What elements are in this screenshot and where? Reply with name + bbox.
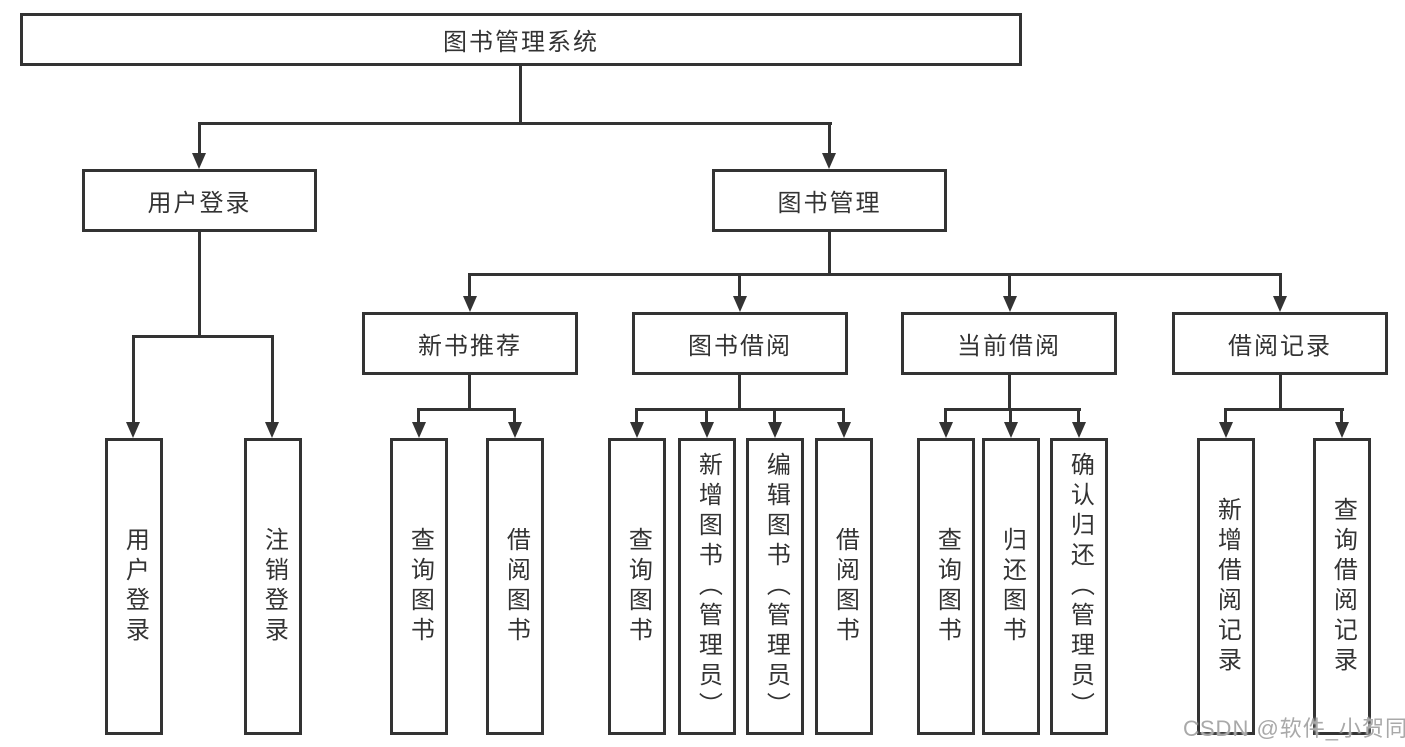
- connector-userlogin-hline: [132, 335, 273, 338]
- arrow-down-icon: [939, 422, 953, 438]
- connector-userlogin-vline: [198, 232, 201, 335]
- connector-stem: [468, 273, 471, 296]
- arrow-down-icon: [837, 422, 851, 438]
- connector-stem: [417, 408, 420, 422]
- connector-stem: [842, 408, 845, 422]
- connector-bookmgmt-vline: [828, 232, 831, 273]
- connector-stem: [198, 122, 201, 154]
- arrow-down-icon: [1219, 422, 1233, 438]
- leaf-add-books-admin: 新增图书（管理员）: [678, 438, 736, 735]
- node-root-label: 图书管理系统: [443, 29, 599, 56]
- leaf-borrow-books-1-label: 借阅图书: [502, 526, 530, 647]
- node-new-book-recommend-label: 新书推荐: [418, 333, 522, 360]
- leaf-confirm-return-admin-label: 确认归还（管理员）: [1066, 451, 1094, 722]
- connector-stem: [513, 408, 516, 422]
- leaf-query-books-1: 查询图书: [390, 438, 448, 735]
- node-borrow-records-label: 借阅记录: [1228, 333, 1332, 360]
- node-book-management-label: 图书管理: [777, 190, 882, 217]
- connector-currentborrow-hline: [944, 408, 1081, 411]
- connector-stem: [828, 122, 831, 154]
- leaf-edit-books-admin: 编辑图书（管理员）: [746, 438, 804, 735]
- arrow-down-icon: [508, 422, 522, 438]
- arrow-down-icon: [1004, 422, 1018, 438]
- arrow-down-icon: [630, 422, 644, 438]
- leaf-query-borrow-record: 查询借阅记录: [1313, 438, 1371, 735]
- connector-stem: [1279, 273, 1282, 296]
- node-new-book-recommend: 新书推荐: [362, 312, 578, 375]
- arrow-down-icon: [412, 422, 426, 438]
- leaf-query-books-2: 查询图书: [608, 438, 666, 735]
- arrow-down-icon: [1335, 422, 1349, 438]
- node-book-management: 图书管理: [712, 169, 947, 232]
- node-user-login: 用户登录: [82, 169, 317, 232]
- leaf-logout-label: 注销登录: [260, 526, 288, 647]
- node-user-login-label: 用户登录: [147, 190, 252, 217]
- connector-borrowrecord-vline: [1279, 375, 1282, 408]
- connector-bookborrow-vline: [738, 375, 741, 408]
- leaf-query-books-3-label: 查询图书: [933, 526, 961, 647]
- connector-stem: [773, 408, 776, 422]
- connector-stem: [1224, 408, 1227, 422]
- csdn-watermark: CSDN @软件_小贺同学: [1183, 716, 1405, 741]
- leaf-query-books-1-label: 查询图书: [406, 526, 434, 647]
- leaf-add-borrow-record-label: 新增借阅记录: [1213, 496, 1241, 677]
- leaf-query-books-2-label: 查询图书: [624, 526, 652, 647]
- arrow-down-icon: [463, 296, 477, 312]
- node-root: 图书管理系统: [20, 13, 1022, 66]
- node-current-borrow: 当前借阅: [901, 312, 1117, 375]
- arrow-down-icon: [265, 422, 279, 438]
- arrow-down-icon: [822, 153, 836, 169]
- arrow-down-icon: [1072, 422, 1086, 438]
- leaf-borrow-books-2: 借阅图书: [815, 438, 873, 735]
- connector-stem: [271, 335, 274, 422]
- arrow-down-icon: [733, 296, 747, 312]
- connector-stem: [132, 335, 135, 422]
- arrow-down-icon: [192, 153, 206, 169]
- connector-stem: [1077, 408, 1080, 422]
- connector-borrowrecord-hline: [1224, 408, 1344, 411]
- node-borrow-records: 借阅记录: [1172, 312, 1388, 375]
- arrow-down-icon: [768, 422, 782, 438]
- connector-stem: [705, 408, 708, 422]
- leaf-confirm-return-admin: 确认归还（管理员）: [1050, 438, 1108, 735]
- connector-bookmgmt-hline: [468, 273, 1282, 276]
- leaf-user-login: 用户登录: [105, 438, 163, 735]
- leaf-borrow-books-2-label: 借阅图书: [831, 526, 859, 647]
- connector-root-vline: [519, 66, 522, 122]
- connector-currentborrow-vline: [1008, 375, 1011, 408]
- leaf-query-borrow-record-label: 查询借阅记录: [1329, 496, 1357, 677]
- connector-root-hline: [198, 122, 832, 125]
- leaf-return-books-label: 归还图书: [998, 526, 1026, 647]
- connector-stem: [1008, 273, 1011, 296]
- connector-bookborrow-hline: [635, 408, 845, 411]
- connector-stem: [738, 273, 741, 296]
- node-book-borrow: 图书借阅: [632, 312, 848, 375]
- leaf-add-borrow-record: 新增借阅记录: [1197, 438, 1255, 735]
- node-current-borrow-label: 当前借阅: [957, 333, 1061, 360]
- arrow-down-icon: [126, 422, 140, 438]
- connector-stem: [635, 408, 638, 422]
- leaf-borrow-books-1: 借阅图书: [486, 438, 544, 735]
- arrow-down-icon: [700, 422, 714, 438]
- leaf-edit-books-admin-label: 编辑图书（管理员）: [762, 451, 790, 722]
- leaf-return-books: 归还图书: [982, 438, 1040, 735]
- leaf-logout: 注销登录: [244, 438, 302, 735]
- connector-stem: [1009, 408, 1012, 422]
- connector-stem: [944, 408, 947, 422]
- leaf-add-books-admin-label: 新增图书（管理员）: [694, 451, 722, 722]
- connector-newbook-hline: [417, 408, 515, 411]
- connector-newbook-vline: [468, 375, 471, 408]
- leaf-query-books-3: 查询图书: [917, 438, 975, 735]
- connector-stem: [1340, 408, 1343, 422]
- arrow-down-icon: [1003, 296, 1017, 312]
- arrow-down-icon: [1273, 296, 1287, 312]
- node-book-borrow-label: 图书借阅: [688, 333, 792, 360]
- leaf-user-login-label: 用户登录: [121, 526, 149, 647]
